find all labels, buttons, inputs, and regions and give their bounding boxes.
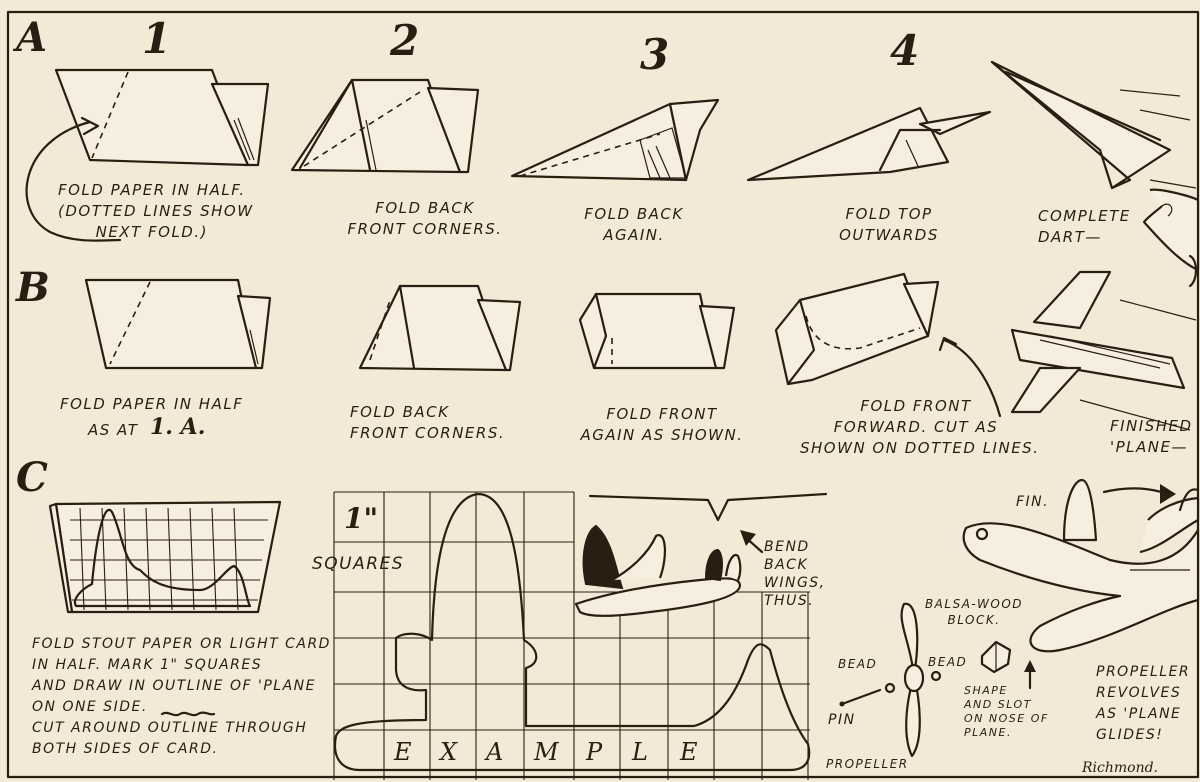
example-letter: A: [486, 738, 503, 766]
step-number-1: 1: [142, 18, 171, 60]
caption-b4: FOLD FRONT FORWARD. CUT AS SHOWN ON DOTT…: [800, 396, 1032, 459]
fold-a3-diagram: [512, 100, 718, 180]
caption-finished-plane: FINISHED 'PLANE—: [1110, 416, 1193, 458]
caption-complete-dart: COMPLETE DART—: [1038, 206, 1131, 248]
grid-card-diagram: [50, 502, 280, 612]
caption-bend-wings: BEND BACK WINGS, THUS.: [764, 538, 826, 610]
caption-b1-ref: 1. A.: [150, 414, 205, 440]
caption-propeller-revolves: PROPELLER REVOLVES AS 'PLANE GLIDES!: [1096, 662, 1190, 746]
fold-b1-diagram: [86, 280, 270, 368]
step-number-3: 3: [640, 34, 669, 76]
caption-b2: FOLD BACK FRONT CORNERS.: [350, 402, 505, 444]
example-letter: L: [632, 738, 648, 766]
squares-size-label: 1": [344, 502, 378, 535]
caption-a1: FOLD PAPER IN HALF. (DOTTED LINES SHOW N…: [58, 180, 254, 243]
caption-a3: FOLD BACK AGAIN.: [574, 204, 694, 246]
caption-c-instructions: FOLD STOUT PAPER OR LIGHT CARD IN HALF. …: [32, 634, 331, 760]
example-letter: X: [440, 738, 457, 766]
caption-a4: FOLD TOP OUTWARDS: [824, 204, 954, 246]
pin-label: PIN: [828, 710, 856, 731]
example-letter: E: [680, 738, 698, 766]
propeller-label: PROPELLER: [826, 754, 909, 775]
template-grid: [334, 492, 810, 780]
example-letter: E: [394, 738, 412, 766]
step-number-4: 4: [890, 30, 919, 72]
caption-b3: FOLD FRONT AGAIN AS SHOWN.: [572, 404, 752, 446]
example-letter: M: [534, 738, 559, 766]
fold-a2-diagram: [292, 80, 478, 172]
artist-signature: Richmond.: [1082, 760, 1158, 776]
fold-b3-diagram: [580, 294, 734, 368]
bead-label-left: BEAD: [838, 654, 877, 675]
caption-b1-line1: FOLD PAPER IN HALF: [60, 394, 243, 415]
fold-a4-diagram: [748, 108, 990, 180]
shape-slot-label: SHAPE AND SLOT ON NOSE OF PLANE.: [964, 684, 1049, 740]
balsa-block-label: BALSA-WOOD BLOCK.: [914, 596, 1034, 628]
fold-b4-diagram: [776, 274, 1000, 416]
fold-b2-diagram: [360, 286, 520, 370]
squares-label: SQUARES: [312, 554, 404, 575]
step-number-2: 2: [390, 20, 419, 62]
section-label-a: A: [16, 18, 47, 58]
example-letter: P: [586, 738, 602, 766]
section-label-b: B: [16, 268, 50, 308]
section-label-c: C: [16, 458, 48, 498]
finished-plane-diagram: [1012, 256, 1196, 430]
bead-label-right: BEAD: [928, 652, 967, 673]
fin-label: FIN.: [1016, 492, 1049, 513]
caption-a2: FOLD BACK FRONT CORNERS.: [340, 198, 510, 240]
caption-b1-line2: AS AT: [88, 420, 138, 441]
